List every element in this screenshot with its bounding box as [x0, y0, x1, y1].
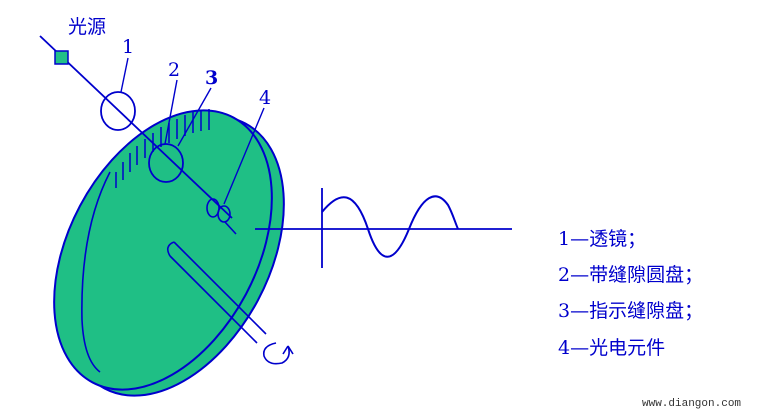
rotation-arrow [262, 342, 290, 365]
slit-window [148, 143, 184, 183]
label-3: 3 [205, 67, 218, 89]
legend-lens: 1—透镜； [558, 228, 647, 250]
legend-index-disc: 3—指示缝隙盘； [558, 300, 704, 322]
label-4: 4 [259, 87, 271, 109]
label-2: 2 [168, 59, 180, 81]
light-source [54, 50, 69, 65]
light-beam [39, 35, 233, 219]
legend-slotted-disc: 2—带缝隙圆盘； [558, 264, 704, 286]
signal-waveform [321, 195, 459, 258]
slotted-disc [53, 109, 273, 391]
leader-lines [120, 57, 265, 205]
label-light-source: 光源 [68, 16, 106, 38]
legend-photo-element: 4—光电元件 [558, 337, 666, 359]
rotation-arrowhead [282, 345, 294, 355]
lens [100, 91, 136, 131]
disc-inner-rim [81, 171, 111, 373]
label-1: 1 [122, 36, 134, 58]
photo-element [206, 198, 237, 235]
disc-slot [166, 241, 267, 344]
watermark: www.diangon.com [642, 398, 742, 410]
